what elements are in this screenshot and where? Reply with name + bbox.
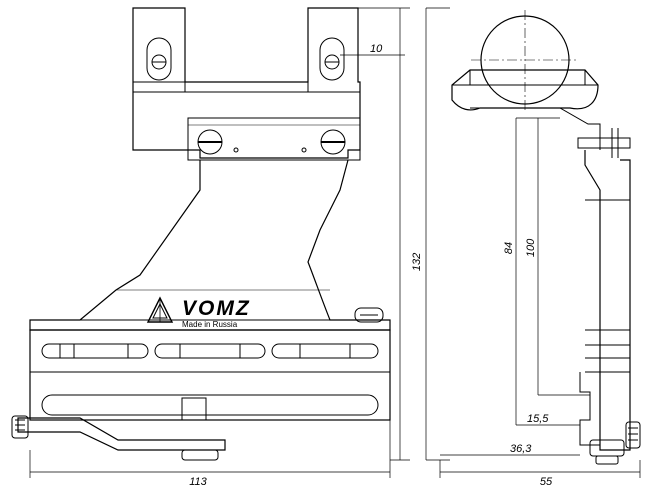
bracket-body (29, 159, 391, 331)
front-view (11, 7, 391, 461)
side-view (451, 15, 641, 465)
side-screw (577, 137, 631, 149)
brand-subtitle: Made in Russia (182, 320, 238, 329)
center-lines (471, 10, 579, 110)
clamp-slot-right (319, 37, 345, 81)
rail-slot-3 (271, 343, 379, 359)
dim-side-height-a: 84 (503, 242, 515, 254)
ring-clamp (132, 7, 361, 159)
rail-slot-2 (154, 343, 266, 359)
dim-side-width: 55 (540, 476, 553, 488)
dim-front-width: 113 (189, 476, 207, 488)
dimension-lines (29, 7, 641, 478)
center-block (181, 397, 207, 421)
long-slot (41, 394, 379, 416)
dim-side-offset-b: 15,5 (527, 413, 549, 425)
clamp-slot-left (146, 37, 172, 81)
dim-side-height-b: 100 (525, 238, 537, 257)
clamp-lever (17, 417, 226, 451)
dim-top-offset: 10 (370, 43, 383, 55)
dim-side-offset-a: 36,3 (510, 443, 532, 455)
vomz-logo-icon (146, 296, 174, 323)
dim-front-height: 132 (411, 253, 423, 271)
brand-name: VOMZ (182, 297, 251, 320)
rail-slot-1 (41, 343, 149, 359)
small-screw (354, 307, 384, 323)
